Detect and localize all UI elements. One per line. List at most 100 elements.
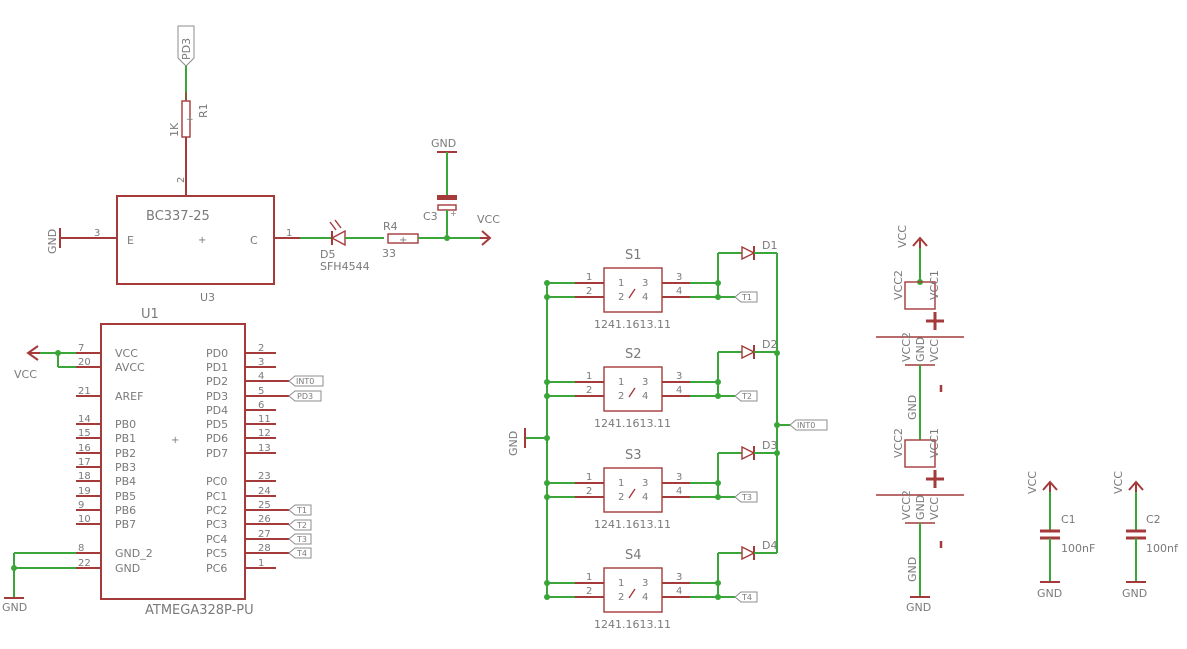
u1-right-pin-name: PC2 — [206, 504, 227, 517]
switch-inner-pin2: 2 — [618, 592, 624, 603]
transistor-name: BC337-25 — [146, 209, 210, 224]
switch-outer-pin3: 3 — [676, 371, 682, 382]
u1-left-pin-number: 10 — [78, 514, 91, 525]
switch-inner-pin3: 3 — [642, 478, 648, 489]
u1-left-pin-name: PB0 — [115, 418, 136, 431]
u1-right-pin-number: 23 — [258, 471, 271, 482]
d5-name: D5 — [320, 248, 335, 261]
switch-outer-pin1: 1 — [586, 472, 592, 483]
diode-name: D4 — [762, 539, 777, 552]
int0-flag — [789, 419, 828, 431]
switch-inner-pin4: 4 — [642, 592, 648, 603]
switch-inner-pin3: 3 — [642, 278, 648, 289]
u1-right-pin-number: 27 — [258, 529, 271, 540]
bat-vcc-label: VCC — [896, 225, 909, 248]
u1-flag-t1: T1 — [288, 504, 312, 516]
u1-right-pin-name: PD0 — [206, 347, 228, 360]
ir-driver: PD3 + 1K R1 2 BC337-25 E C U3 3 1 + GND … — [46, 25, 500, 304]
u1-left-pin-name: PB7 — [115, 518, 136, 531]
u1-right-pin-number: 4 — [258, 371, 264, 382]
bat1-vcc2-label: VCC2 — [892, 270, 905, 300]
transistor-body — [116, 195, 275, 285]
u1-right-pin-name: PC6 — [206, 562, 227, 575]
switch-rows: S11241.1613.1112341234D1T1S21241.1613.11… — [544, 239, 777, 631]
u1-left-pin-name: GND_2 — [115, 547, 153, 560]
u1-vcc-junction — [55, 350, 61, 356]
switch-gnd-node — [544, 393, 550, 399]
u1-right-pin-name: PD4 — [206, 404, 228, 417]
u1-flag-t2: T2 — [288, 519, 312, 531]
u1-right-pin-number: 13 — [258, 443, 271, 454]
u1-flag-t4: T4 — [288, 547, 312, 559]
switch-outer-pin2: 2 — [586, 586, 592, 597]
switch-name: S4 — [625, 548, 642, 563]
bat1-vcc-label: VCC — [928, 339, 941, 362]
bat2-vcc2b-label: VCC2 — [900, 490, 913, 520]
u1-right-pin-name: PD5 — [206, 418, 228, 431]
u1-left-pin-number: 18 — [78, 471, 91, 482]
u1-right-pin-name: PD1 — [206, 361, 228, 374]
c3-gnd-label: GND — [431, 137, 456, 150]
r4-name: R4 — [383, 220, 398, 233]
switch-gnd-node — [544, 580, 550, 586]
switch-inner-pin4: 4 — [642, 492, 648, 503]
u1-right-pin-number: 12 — [258, 428, 271, 439]
u1-name: U1 — [141, 307, 159, 322]
switch-inner-pin1: 1 — [618, 478, 624, 489]
switch-inner-pin1: 1 — [618, 278, 624, 289]
u1-right-pin-name: PD7 — [206, 447, 228, 460]
switch-part-number: 1241.1613.11 — [594, 618, 671, 631]
u1-right-pin-number: 1 — [258, 558, 264, 569]
switch-part-number: 1241.1613.11 — [594, 518, 671, 531]
u1-left-pin-number: 7 — [78, 343, 84, 354]
d5-ray-1 — [329, 221, 337, 231]
u1-flag-t1-text: T1 — [296, 506, 307, 515]
switch-gnd-node — [544, 494, 550, 500]
switch-gnd-label: GND — [507, 431, 520, 456]
u1-flag-int0-text: INT0 — [296, 377, 314, 386]
switch-part-number: 1241.1613.11 — [594, 417, 671, 430]
transistor-pin-c: C — [250, 234, 258, 247]
bat1-gnd-label: GND — [914, 337, 927, 362]
u1-left-pin-number: 22 — [78, 558, 91, 569]
u1-left-pin-name: PB1 — [115, 432, 136, 445]
transistor-pin1-num: 1 — [286, 228, 292, 239]
switch-t-flag-text: T3 — [741, 493, 752, 502]
switch-t-flag — [734, 591, 758, 603]
r1-center-mark: + — [186, 115, 194, 125]
u1-gnd-out-label: GND — [2, 601, 27, 614]
switch-contact — [628, 288, 636, 299]
switch-t-flag — [734, 390, 758, 402]
switch-t-flag-text: T1 — [741, 293, 752, 302]
switch-inner-pin1: 1 — [618, 377, 624, 388]
u1-left-pin-name: PB6 — [115, 504, 136, 517]
u1-left-pin-number: 19 — [78, 486, 91, 497]
u1-left-pin-number: 20 — [78, 357, 91, 368]
switch-t-flag-text: T2 — [741, 392, 752, 401]
u1-vcc-out-label: VCC — [14, 368, 37, 381]
switch-gnd-node — [544, 280, 550, 286]
battery-stack: VCC VCC2 VCC1 VCC2 GND VCC GND VCC2 VCC1… — [876, 225, 964, 614]
switch-body — [603, 366, 663, 412]
switch-body — [603, 267, 663, 313]
u1-flag-t2-text: T2 — [296, 521, 307, 530]
u1-left-pin-number: 16 — [78, 443, 91, 454]
bat2-gnd-label: GND — [914, 495, 927, 520]
diode-triangle — [741, 344, 756, 360]
switch-outer-pin2: 2 — [586, 286, 592, 297]
c2-gnd-label: GND — [1122, 587, 1147, 600]
switch-gnd-node — [544, 379, 550, 385]
switch-outer-pin4: 4 — [676, 286, 682, 297]
transistor-center-mark: + — [198, 235, 206, 246]
switch-outer-pin4: 4 — [676, 385, 682, 396]
diode-name: D1 — [762, 239, 777, 252]
switch-gnd-node — [544, 480, 550, 486]
switch-outer-pin4: 4 — [676, 586, 682, 597]
switch-inner-pin3: 3 — [642, 377, 648, 388]
switch-outer-pin3: 3 — [676, 472, 682, 483]
u1-flag-pd3-text: PD3 — [297, 392, 313, 401]
switch-node — [715, 594, 721, 600]
